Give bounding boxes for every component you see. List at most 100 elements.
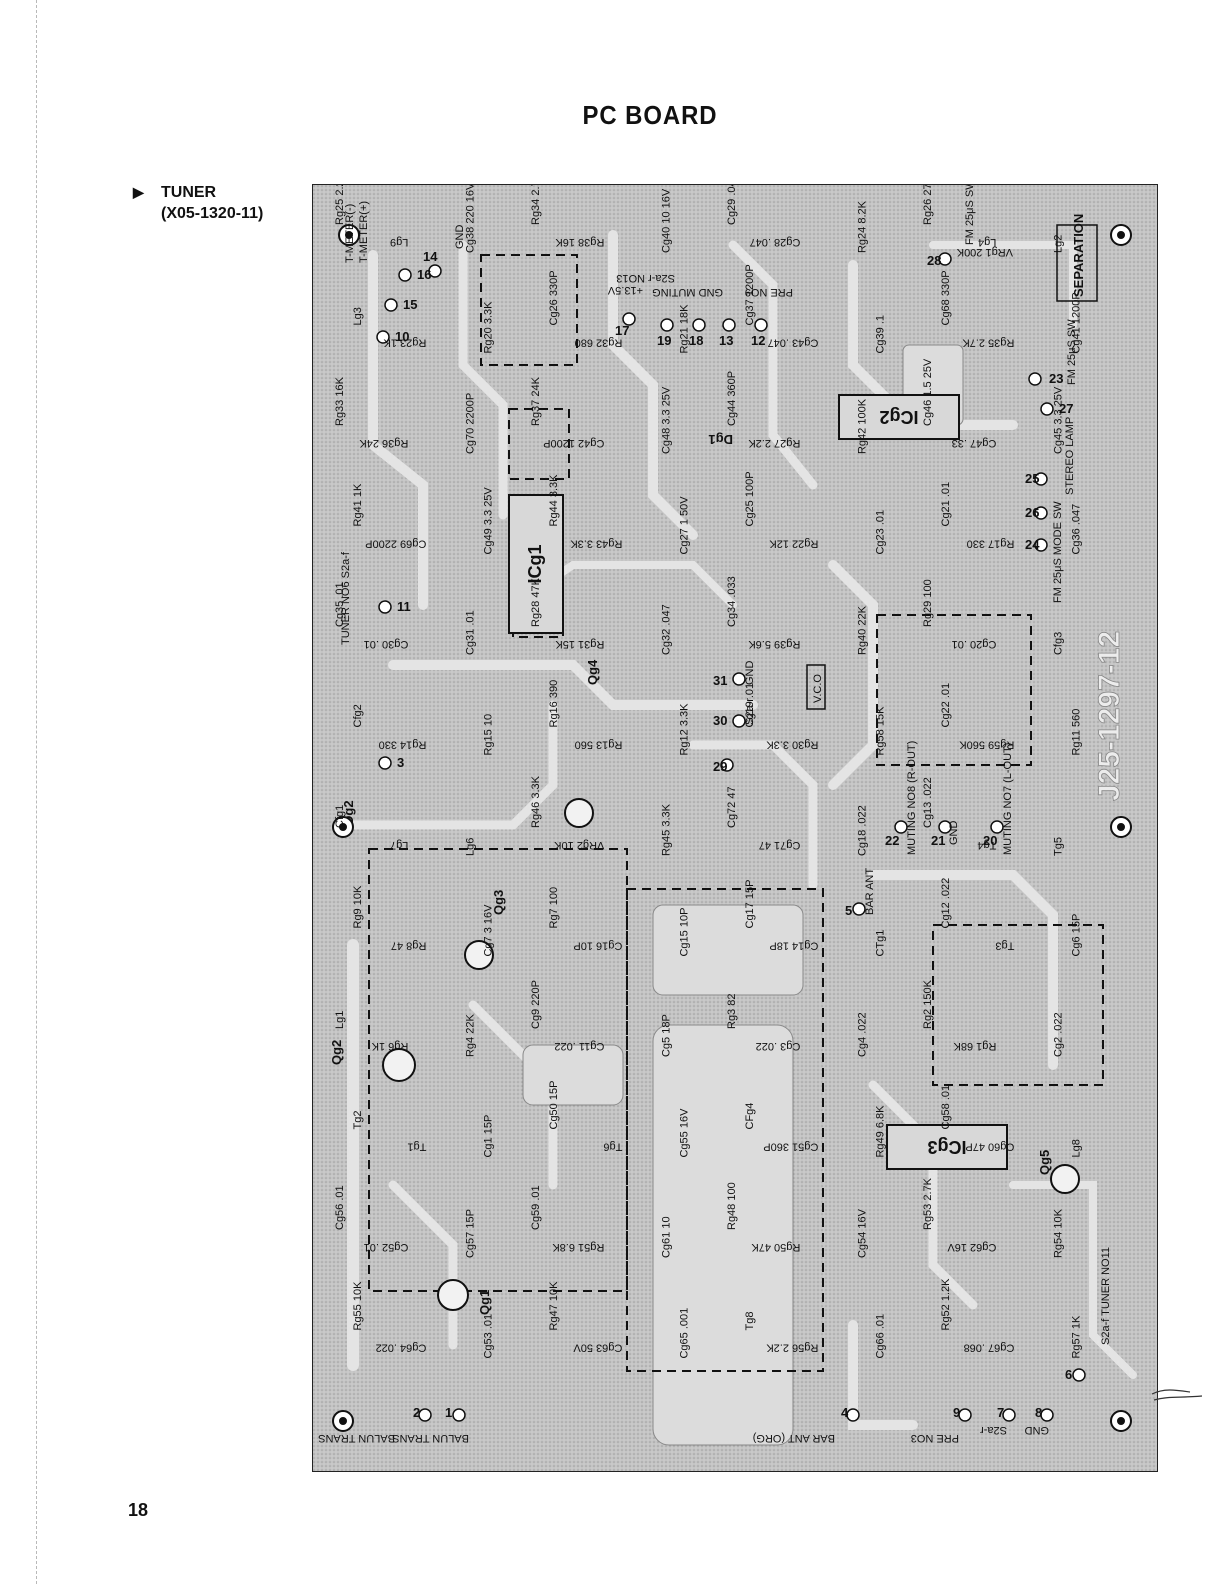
terminal-number: 19 xyxy=(657,333,671,348)
component-label: Cg55 16V xyxy=(679,1108,691,1158)
terminal-number: 20 xyxy=(983,833,997,848)
component-label: Rg1 68K xyxy=(953,1040,996,1052)
component-label: Lg2 xyxy=(1053,235,1065,253)
component-label: Rg12 3.3K xyxy=(679,703,691,756)
component-label: Cg45 3.3 25V xyxy=(1053,386,1065,454)
component-label: Rg2 150K xyxy=(922,979,934,1029)
component-label: Cg37 1200P xyxy=(744,264,756,325)
component-label: Tg3 xyxy=(995,940,1014,952)
terminal-number: 14 xyxy=(423,249,438,264)
label-tuner-no11: S2a-f TUNER NO11 xyxy=(1100,1247,1112,1345)
component-label: Rg41 1K xyxy=(352,483,364,526)
label-qg3: Qg3 xyxy=(491,890,506,915)
label-gnd-muting: GND MUTING xyxy=(652,286,723,298)
component-label: Rg20 3.3K xyxy=(483,301,495,354)
component-label: Rg59 560K xyxy=(959,739,1015,751)
component-label: Cg12 .022 xyxy=(940,878,952,929)
component-label: Rg9 10K xyxy=(352,885,364,928)
component-label: Tg6 xyxy=(603,1141,622,1153)
terminal-number: 28 xyxy=(927,253,941,268)
section-model: (X05-1320-11) xyxy=(161,205,264,222)
component-label: Cg6 15P xyxy=(1071,914,1083,957)
component-label: Cg56 .01 xyxy=(334,1185,346,1230)
component-label: Cg18 .022 xyxy=(857,805,869,856)
component-label: Cg41 1200P xyxy=(1071,292,1083,353)
component-label: Rg54 10K xyxy=(1053,1208,1065,1258)
component-label: Rg22 12K xyxy=(769,538,819,550)
vco-label: V.C.O xyxy=(812,674,824,703)
terminal-number: 2 xyxy=(413,1405,420,1420)
component-label: Cg35 .01 xyxy=(334,582,346,627)
transistor-qg5 xyxy=(1050,1164,1080,1194)
component-label: Rg40 22K xyxy=(857,605,869,655)
component-label: Cg44 360P xyxy=(726,371,738,426)
terminal-number: 24 xyxy=(1025,537,1040,552)
label-t-meter-plus: T-METER(+) xyxy=(358,201,370,263)
label-tuner-no6: TUNER NO6 S2a-f xyxy=(340,551,352,645)
transistors xyxy=(382,798,1080,1311)
terminal-number: 31 xyxy=(713,673,727,688)
component-label: VRg2 10K xyxy=(554,839,605,851)
component-label: Cg13 .022 xyxy=(922,777,934,828)
label-muting-no7: MUTING NO7 (L-OUT) xyxy=(1002,743,1014,855)
component-label: Cg30 .01 xyxy=(364,638,409,650)
component-label: Rg7 100 xyxy=(548,887,560,929)
component-label: Cg27 1 50V xyxy=(679,496,691,555)
component-label: Rg56 2.2K xyxy=(766,1342,819,1354)
component-label: Cg47 .33 xyxy=(952,437,997,449)
component-label: Cg54 16V xyxy=(857,1208,869,1258)
component-label: Cg16 10P xyxy=(573,940,622,952)
terminal-number: 5 xyxy=(845,903,852,918)
label-s2a-r-30: S2a-r xyxy=(744,698,756,725)
section-label: ▶TUNER (X05-1320-11) xyxy=(133,182,263,224)
component-label: Rg14 330 xyxy=(379,739,427,751)
vco-box xyxy=(806,664,826,710)
label-balun-trans-2: BALUN TRANS xyxy=(392,1432,469,1444)
component-label: Cg3 .022 xyxy=(756,1040,801,1052)
component-label: Cg17 15P xyxy=(744,880,756,929)
component-label: Rg16 390 xyxy=(548,680,560,728)
component-label: Cg71 47 xyxy=(759,839,801,851)
component-label: Rg15 10 xyxy=(483,714,495,756)
label-gnd-8: GND xyxy=(1025,1424,1050,1436)
component-label: Cg49 3.3 25V xyxy=(483,487,495,555)
component-label: Cg21 .01 xyxy=(940,482,952,527)
label-s2a-r-7: S2a-r xyxy=(980,1424,1007,1436)
component-label: Cg40 10 16V xyxy=(661,188,673,253)
component-label: Cg64 .022 xyxy=(376,1342,427,1354)
component-label: Cg7 3 16V xyxy=(483,904,495,957)
terminal-labels: T-METER(-) T-METER(+) GND FM 25μS SW VRg… xyxy=(318,185,1112,1444)
label-gnd-31: GND xyxy=(744,661,756,686)
component-label: Cg61 10 xyxy=(661,1216,673,1258)
component-label: Rg11 560 xyxy=(1071,709,1083,756)
ic-g3-label: ICg3 xyxy=(927,1137,966,1157)
label-balun-trans-1: BALUN TRANS xyxy=(318,1432,395,1444)
component-label: Lg3 xyxy=(352,307,364,325)
component-label: Cg25 100P xyxy=(744,471,756,526)
ic-g3-body xyxy=(886,1124,1008,1170)
component-label: Cg69 2200P xyxy=(365,538,426,550)
component-label: Cg4 .022 xyxy=(857,1012,869,1057)
component-label: Rg4 22K xyxy=(465,1014,477,1057)
component-label: Tg1 xyxy=(407,1141,426,1153)
label-t-meter-minus: T-METER(-) xyxy=(344,204,356,263)
component-label: Rg52 1.2K xyxy=(940,1278,952,1331)
component-label: Rg37 24K xyxy=(530,376,542,426)
ic-g1-label: ICg1 xyxy=(525,544,545,583)
component-label: Rg31 15K xyxy=(555,638,605,650)
label-gnd-21: GND xyxy=(948,821,960,846)
terminal-number: 10 xyxy=(395,329,409,344)
terminal-number: 8 xyxy=(1035,1405,1042,1420)
component-label: Rg42 100K xyxy=(857,398,869,454)
label-pre-no9: PRE NO9 xyxy=(745,286,793,298)
component-label: CTg1 xyxy=(875,930,887,957)
mounting-holes xyxy=(332,224,1132,1432)
component-label: Cg66 .01 xyxy=(875,1314,887,1359)
terminal-number: 17 xyxy=(615,323,629,338)
component-label: Cfg1 xyxy=(334,805,346,828)
terminal-number: 18 xyxy=(689,333,703,348)
component-label: Rg48 100 xyxy=(726,1182,738,1230)
component-label: Cg60 47P xyxy=(965,1141,1014,1153)
terminal-number: 15 xyxy=(403,297,417,312)
component-label: Tg2 xyxy=(352,1111,364,1130)
